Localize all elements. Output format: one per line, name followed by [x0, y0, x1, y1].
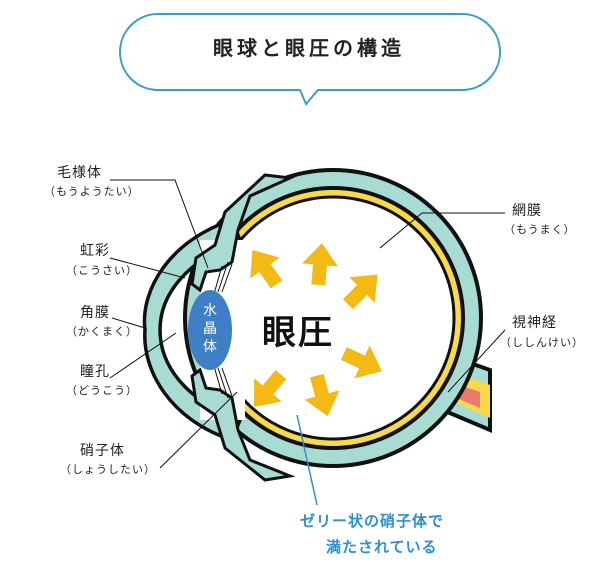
reading-ciliary-body: （もうようたい）	[44, 185, 140, 198]
title-bubble	[118, 13, 502, 106]
ciliary-body-lower	[190, 367, 296, 482]
lens-label: 水晶体	[203, 303, 217, 355]
leader-retina	[379, 212, 505, 249]
note-line-2: 満たされている	[326, 538, 438, 556]
arrow-up-left	[250, 249, 283, 289]
label-cornea: 角膜	[80, 305, 110, 321]
leader-pupil	[109, 332, 177, 379]
label-retina: 網膜	[512, 203, 542, 219]
center-label: 眼圧	[262, 313, 334, 353]
leader-optic	[447, 329, 506, 393]
zonule-fibers	[213, 261, 233, 399]
leader-vitreous	[159, 391, 238, 469]
note-line-1: ゼリー状の硝子体で	[300, 512, 445, 530]
leader-cornea	[111, 317, 146, 329]
reading-cornea: （かくまく）	[66, 325, 138, 338]
lens	[188, 290, 232, 370]
reading-vitreous: （しょうしたい）	[60, 463, 156, 476]
reading-retina: （もうまく）	[504, 223, 576, 236]
leader-lines	[109, 179, 506, 469]
arrow-up-right	[342, 274, 378, 310]
arrow-right	[340, 345, 382, 379]
leader-note	[296, 414, 318, 506]
label-vitreous: 硝子体	[80, 443, 125, 459]
reading-pupil: （どうこう）	[66, 384, 138, 397]
ciliary-body-upper	[190, 173, 296, 293]
leader-iris	[109, 257, 186, 279]
reading-iris: （こうさい）	[66, 264, 138, 277]
arrow-down	[304, 373, 340, 417]
label-iris: 虹彩	[80, 243, 110, 259]
diagram-title: 眼球と眼圧の構造	[213, 36, 405, 60]
label-pupil: 瞳孔	[80, 364, 110, 380]
reading-optic-nerve: （ししんけい）	[500, 336, 584, 349]
pressure-arrows	[250, 243, 382, 417]
arrow-down-left	[253, 370, 287, 407]
label-optic-nerve: 視神経	[512, 315, 557, 331]
leader-ciliary	[110, 179, 209, 269]
arrow-up	[302, 243, 338, 286]
label-ciliary-body: 毛様体	[57, 165, 102, 181]
